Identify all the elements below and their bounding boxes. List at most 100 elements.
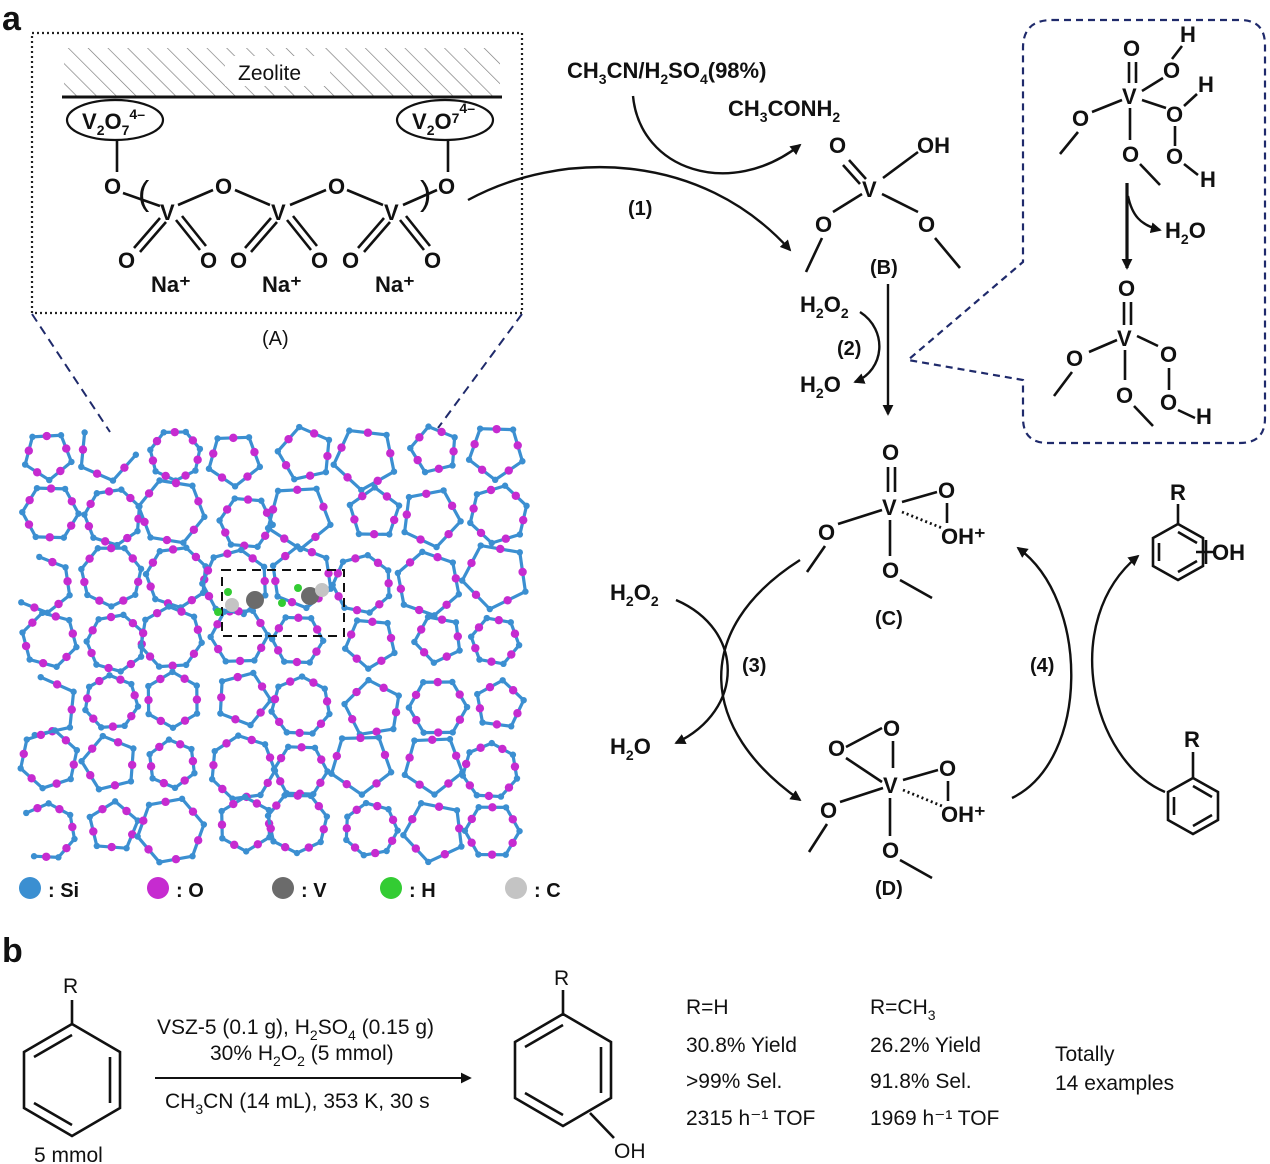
framework-oxygen-atom bbox=[122, 806, 131, 816]
framework-oxygen-atom bbox=[257, 682, 267, 691]
svg-text:O: O bbox=[882, 440, 899, 465]
svg-text:V: V bbox=[160, 200, 175, 225]
framework-oxygen-atom bbox=[62, 444, 71, 453]
framework-silicon-atom bbox=[497, 793, 505, 800]
framework-silicon-atom bbox=[250, 669, 257, 677]
framework-oxygen-atom bbox=[92, 469, 102, 478]
svg-text:O: O bbox=[118, 248, 135, 273]
svg-text:O: O bbox=[230, 248, 247, 273]
framework-silicon-atom bbox=[384, 619, 391, 627]
framework-silicon-atom bbox=[291, 476, 298, 483]
framework-oxygen-atom bbox=[217, 473, 227, 482]
framework-silicon-atom bbox=[68, 458, 75, 466]
framework-silicon-atom bbox=[51, 727, 59, 734]
framework-silicon-atom bbox=[156, 858, 163, 866]
framework-silicon-atom bbox=[516, 531, 524, 538]
framework-silicon-atom bbox=[358, 791, 366, 798]
framework-oxygen-atom bbox=[145, 652, 155, 661]
framework-oxygen-atom bbox=[130, 691, 139, 700]
framework-silicon-atom bbox=[502, 851, 509, 858]
framework-silicon-atom bbox=[523, 502, 530, 510]
framework-silicon-atom bbox=[205, 465, 213, 472]
framework-oxygen-atom bbox=[434, 802, 444, 811]
framework-silicon-atom bbox=[520, 696, 527, 704]
framework-silicon-atom bbox=[66, 592, 73, 599]
framework-oxygen-atom bbox=[281, 461, 291, 470]
framework-silicon-atom bbox=[457, 518, 464, 525]
framework-silicon-atom bbox=[455, 591, 463, 598]
framework-silicon-atom bbox=[309, 730, 316, 737]
framework-oxygen-atom bbox=[217, 820, 227, 829]
framework-silicon-atom bbox=[394, 569, 402, 577]
framework-silicon-atom bbox=[93, 661, 100, 668]
framework-silicon-atom bbox=[199, 580, 206, 587]
svg-text:H: H bbox=[1198, 72, 1214, 97]
svg-text:O: O bbox=[882, 838, 899, 863]
framework-silicon-atom bbox=[145, 710, 152, 718]
inset-callout bbox=[905, 18, 1267, 445]
framework-oxygen-atom bbox=[379, 683, 388, 693]
framework-silicon-atom bbox=[383, 431, 390, 439]
framework-oxygen-atom bbox=[104, 487, 114, 496]
framework-oxygen-atom bbox=[140, 517, 149, 527]
framework-oxygen-atom bbox=[218, 784, 227, 794]
framework-silicon-atom bbox=[430, 659, 438, 666]
framework-silicon-atom bbox=[66, 724, 74, 731]
framework-oxygen-atom bbox=[213, 644, 223, 654]
framework-oxygen-atom bbox=[307, 548, 317, 557]
framework-silicon-atom bbox=[407, 444, 414, 452]
framework-silicon-atom bbox=[235, 732, 242, 739]
framework-oxygen-atom bbox=[61, 736, 71, 745]
framework-silicon-atom bbox=[39, 784, 46, 792]
framework-oxygen-atom bbox=[380, 750, 390, 760]
framework-oxygen-atom bbox=[422, 489, 431, 498]
framework-oxygen-atom bbox=[402, 510, 411, 519]
results-r-h: R=H 30.8% Yield >99% Sel. 2315 h⁻¹ TOF bbox=[686, 996, 815, 1130]
framework-oxygen-atom bbox=[138, 628, 148, 638]
framework-silicon-atom bbox=[519, 458, 526, 465]
framework-silicon-atom bbox=[328, 770, 335, 777]
framework-silicon-atom bbox=[275, 683, 282, 690]
framework-silicon-atom bbox=[216, 517, 223, 524]
framework-silicon-atom bbox=[419, 548, 426, 556]
framework-oxygen-atom bbox=[127, 711, 136, 721]
framework-oxygen-atom bbox=[104, 663, 113, 673]
framework-oxygen-atom bbox=[21, 641, 31, 651]
framework-oxygen-atom bbox=[276, 777, 285, 786]
framework-oxygen-atom bbox=[293, 485, 302, 495]
framework-oxygen-atom bbox=[434, 464, 443, 473]
framework-silicon-atom bbox=[473, 792, 481, 799]
framework-silicon-atom bbox=[425, 423, 432, 430]
framework-silicon-atom bbox=[284, 743, 292, 751]
framework-oxygen-atom bbox=[427, 735, 437, 745]
svg-text:V: V bbox=[883, 773, 898, 798]
framework-oxygen-atom bbox=[461, 759, 471, 769]
framework-oxygen-atom bbox=[305, 471, 315, 480]
framework-oxygen-atom bbox=[46, 484, 56, 493]
framework-silicon-atom bbox=[237, 546, 245, 554]
framework-silicon-atom bbox=[298, 673, 306, 680]
framework-silicon-atom bbox=[420, 729, 427, 736]
species-b-label: (B) bbox=[870, 257, 898, 279]
framework-oxygen-atom bbox=[85, 554, 94, 563]
framework-oxygen-atom bbox=[152, 436, 162, 446]
framework-silicon-atom bbox=[375, 734, 383, 741]
svg-text:O: O bbox=[815, 212, 832, 237]
framework-silicon-atom bbox=[449, 729, 456, 736]
framework-silicon-atom bbox=[346, 427, 353, 434]
framework-silicon-atom bbox=[465, 456, 473, 463]
framework-silicon-atom bbox=[106, 672, 113, 679]
framework-oxygen-atom bbox=[222, 739, 231, 748]
svg-text:: V: : V bbox=[301, 880, 327, 902]
framework-silicon-atom bbox=[401, 771, 409, 779]
framework-silicon-atom bbox=[165, 736, 173, 743]
framework-oxygen-atom bbox=[487, 850, 497, 859]
framework-silicon-atom bbox=[270, 838, 277, 845]
framework-oxygen-atom bbox=[187, 595, 197, 605]
framework-silicon-atom bbox=[66, 616, 73, 624]
framework-silicon-atom bbox=[294, 543, 301, 550]
framework-silicon-atom bbox=[264, 812, 272, 819]
framework-oxygen-atom bbox=[128, 619, 138, 628]
framework-oxygen-atom bbox=[444, 779, 453, 788]
framework-silicon-atom bbox=[137, 565, 145, 573]
